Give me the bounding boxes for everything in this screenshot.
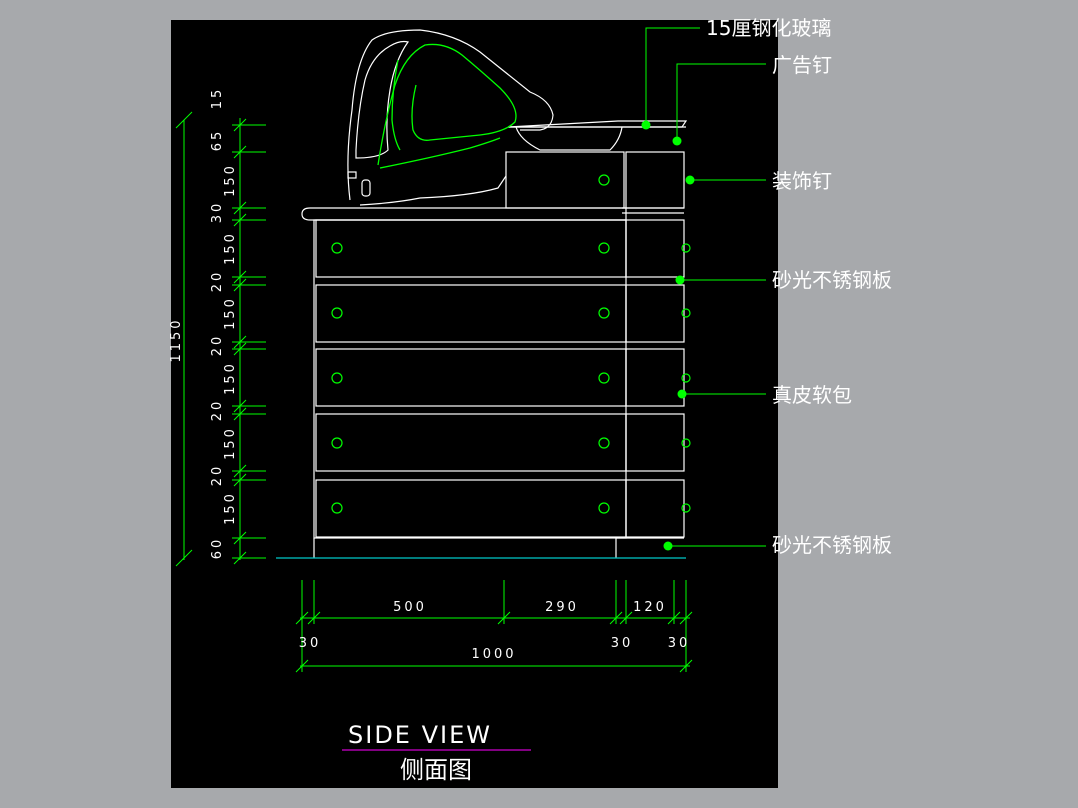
- dim-v-65: 65: [210, 129, 225, 152]
- horizontal-dimension-labels: 500 290 120 30 30 30 1000: [299, 600, 691, 662]
- callout-brushed-steel-1: 砂光不锈钢板: [772, 268, 892, 292]
- dim-v-15: 15: [210, 87, 225, 110]
- dim-h-120: 120: [633, 600, 667, 615]
- dim-h-30-mid: 30: [611, 636, 634, 651]
- drawing-canvas: [171, 20, 778, 788]
- callout-tempered-glass: 15厘钢化玻璃: [706, 16, 831, 40]
- vertical-dimension-labels: 1150 15 65 150 30 150 20 150 20 150 20 1…: [169, 87, 238, 560]
- dim-v-20: 20: [210, 270, 225, 293]
- vertical-dimension-chain: [175, 111, 266, 567]
- drawing-title-en: SIDE VIEW: [348, 721, 492, 749]
- dim-h-290: 290: [545, 600, 579, 615]
- dim-h-30-right: 30: [668, 636, 691, 651]
- callout-brushed-steel-2: 砂光不锈钢板: [772, 533, 892, 557]
- dim-v-150: 150: [223, 426, 238, 460]
- dim-h-30-left: 30: [299, 636, 322, 651]
- dim-v-150: 150: [223, 491, 238, 525]
- drawing-title-cn: 侧面图: [400, 756, 472, 784]
- dim-v-20: 20: [210, 334, 225, 357]
- dim-v-150: 150: [223, 163, 238, 197]
- monitor-highlight: [377, 43, 517, 169]
- dim-v-150: 150: [223, 231, 238, 265]
- callout-labels: 15厘钢化玻璃 广告钉 装饰钉 砂光不锈钢板 真皮软包 砂光不锈钢板: [706, 16, 892, 557]
- dim-v-20: 20: [210, 464, 225, 487]
- dim-h-total-1000: 1000: [471, 647, 516, 662]
- callout-decorative-nail: 装饰钉: [772, 169, 832, 193]
- dim-h-500: 500: [393, 600, 427, 615]
- horizontal-dimension-chain: [295, 580, 693, 673]
- dim-v-150: 150: [223, 361, 238, 395]
- cabinet-outline: [301, 29, 688, 558]
- dim-v-150: 150: [223, 296, 238, 330]
- callout-advertising-nail: 广告钉: [772, 53, 832, 77]
- callout-leaders: [641, 27, 766, 551]
- callout-leather-padding: 真皮软包: [772, 383, 852, 407]
- dim-v-60: 60: [210, 537, 225, 560]
- dim-v-30: 30: [210, 201, 225, 224]
- dim-total-1150: 1150: [169, 317, 184, 362]
- dim-v-20: 20: [210, 399, 225, 422]
- fastener-circles: [331, 174, 691, 514]
